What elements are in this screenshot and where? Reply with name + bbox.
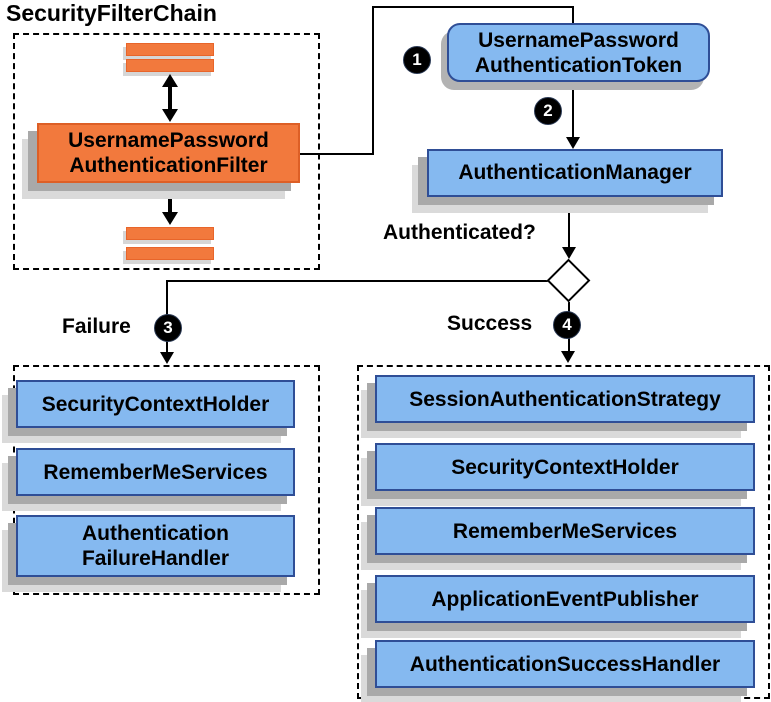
- arrow-up-icon: [162, 186, 178, 199]
- arrow-down-icon: [162, 212, 178, 225]
- security-context-holder-box: SecurityContextHolder: [375, 443, 755, 491]
- remember-me-services-box: RememberMeServices: [375, 507, 755, 555]
- failure-handlers-panel: [13, 365, 320, 595]
- arrow-shaft: [168, 85, 172, 111]
- connector-decision-to-failure: [166, 280, 548, 282]
- failure-label: Failure: [62, 315, 131, 338]
- filter-placeholder-bar: [126, 247, 214, 260]
- authenticated-label: Authenticated?: [383, 221, 536, 244]
- security-filter-chain-title: SecurityFilterChain: [6, 0, 217, 26]
- authentication-manager-box: AuthenticationManager: [427, 149, 723, 197]
- arrowhead-down-icon: [160, 352, 174, 364]
- security-filter-chain-panel: [13, 33, 320, 270]
- security-context-holder-box: SecurityContextHolder: [16, 380, 295, 428]
- connector-filter-to-token: [300, 153, 374, 155]
- connector-token-to-manager: [572, 82, 574, 137]
- remember-me-services-box: RememberMeServices: [16, 448, 295, 496]
- arrow-down-icon: [162, 109, 178, 122]
- arrowhead-down-icon: [566, 137, 580, 149]
- arrow-up-icon: [162, 74, 178, 87]
- username-password-authentication-filter-box: UsernamePassword AuthenticationFilter: [37, 123, 300, 183]
- success-label: Success: [447, 312, 533, 335]
- connector-filter-to-token: [372, 6, 374, 155]
- arrow-shaft: [168, 197, 172, 214]
- bidirectional-arrow-icon: [162, 74, 178, 122]
- application-event-publisher-box: ApplicationEventPublisher: [375, 575, 755, 623]
- step-badge-4: 4: [553, 311, 581, 339]
- arrowhead-down-icon: [561, 351, 575, 363]
- username-password-authentication-token-box: UsernamePassword AuthenticationToken: [447, 23, 710, 82]
- step-badge-2: 2: [534, 97, 562, 125]
- filter-placeholder-bar: [126, 59, 214, 72]
- step-badge-1: 1: [403, 46, 431, 74]
- authentication-failure-handler-box: Authentication FailureHandler: [16, 515, 295, 577]
- step-badge-3: 3: [154, 314, 182, 342]
- authentication-success-handler-box: AuthenticationSuccessHandler: [375, 640, 755, 688]
- arrowhead-down-icon: [562, 247, 576, 259]
- session-authentication-strategy-box: SessionAuthenticationStrategy: [375, 375, 755, 423]
- filter-placeholder-bar: [126, 43, 214, 56]
- connector-filter-to-token: [572, 6, 574, 24]
- bidirectional-arrow-icon: [162, 186, 178, 225]
- success-handlers-panel: [357, 365, 770, 699]
- authenticated-decision-diamond: [546, 258, 591, 303]
- connector-manager-to-decision: [568, 197, 570, 247]
- filter-placeholder-bar: [126, 227, 214, 240]
- connector-filter-to-token: [372, 6, 574, 8]
